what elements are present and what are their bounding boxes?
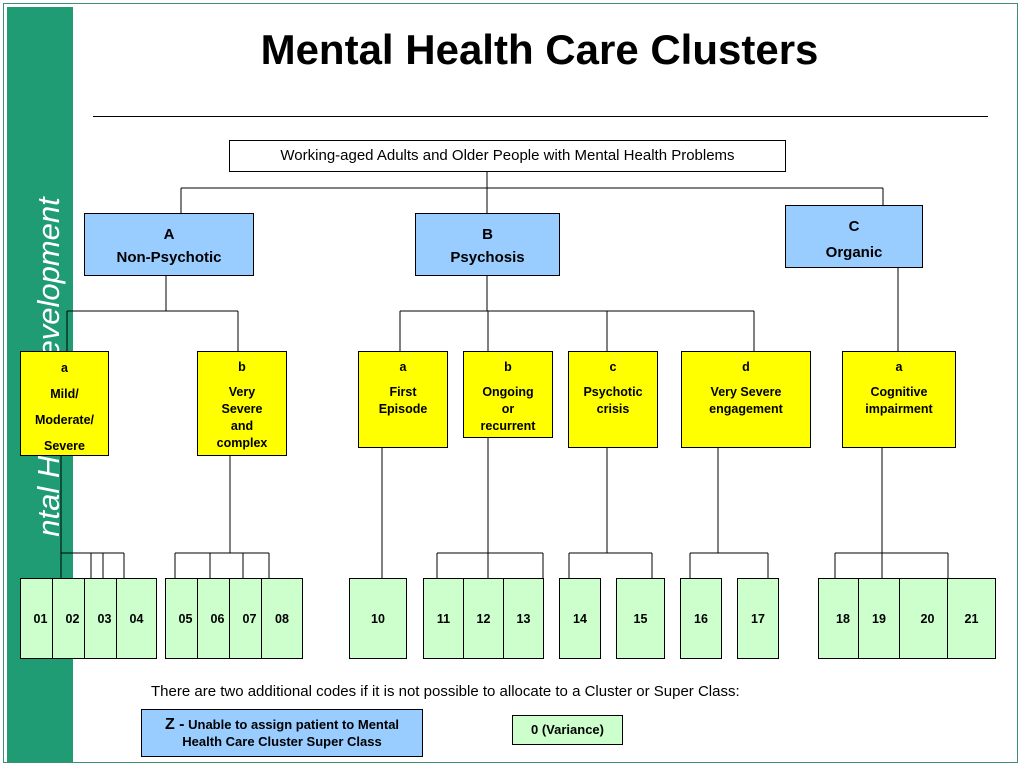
cluster-box: 13: [503, 578, 544, 659]
variance-box: 0 (Variance): [512, 715, 623, 745]
cluster-box: 10: [349, 578, 407, 659]
cluster-label: 18: [836, 612, 850, 626]
connector: [60, 456, 125, 578]
sub-class-b-ongoing: b Ongoing or recurrent: [463, 351, 553, 438]
page-title: Mental Health Care Clusters: [260, 26, 819, 73]
cluster-box: 14: [559, 578, 601, 659]
sub-class-b-severe: b Very Severe and complex: [197, 351, 287, 456]
super-class-a: A Non-Psychotic: [84, 213, 254, 276]
cluster-label: 01: [33, 612, 48, 626]
sub-class-letter: b: [504, 360, 512, 374]
sub-class-letter: a: [895, 360, 903, 374]
slide-frame: [3, 3, 1018, 763]
super-class-letter: A: [163, 226, 175, 243]
cluster-label: 04: [129, 612, 144, 626]
sub-class-line: Episode: [378, 402, 428, 416]
footnote-text: There are two additional codes if it is …: [151, 683, 740, 700]
sub-class-line: or: [501, 402, 515, 416]
cluster-box: 17: [737, 578, 779, 659]
sub-class-line: Very: [228, 385, 256, 399]
cluster-label: 13: [516, 612, 531, 626]
cluster-label: 03: [97, 612, 112, 626]
sub-class-line: complex: [216, 436, 268, 450]
cluster-label: 15: [633, 612, 648, 626]
cluster-label: 12: [476, 612, 491, 626]
sub-class-line: engagement: [709, 402, 783, 416]
sub-class-letter: a: [399, 360, 407, 374]
sub-class-line: and: [230, 419, 254, 433]
sub-class-line: Severe: [43, 439, 85, 453]
cluster-label: 14: [573, 612, 587, 626]
cluster-label: 16: [694, 612, 708, 626]
root-box: Working-aged Adults and Older People wit…: [229, 140, 786, 172]
super-class-c: C Organic: [785, 205, 923, 268]
z-code-line1: Unable to assign patient to Mental: [188, 717, 400, 732]
cluster-box: 12: [463, 578, 504, 659]
super-class-name: Organic: [825, 244, 883, 261]
sub-class-line: Severe: [221, 402, 263, 416]
super-class-letter: C: [848, 218, 860, 235]
super-class-letter: B: [482, 226, 493, 243]
cluster-label: 11: [436, 612, 451, 626]
sub-class-line: Moderate/: [34, 413, 95, 427]
cluster-box: 21: [947, 578, 996, 659]
cluster-label: 17: [751, 612, 765, 626]
connector: [399, 276, 755, 352]
sub-class-line: Mild/: [50, 387, 79, 401]
cluster-label: 05: [178, 612, 193, 626]
cluster-box: 15: [616, 578, 665, 659]
sub-class-letter: d: [742, 360, 750, 374]
cluster-label: 07: [242, 612, 257, 626]
sub-class-line: Ongoing: [482, 385, 534, 399]
z-code-box: Z - Unable to assign patient to Mental H…: [141, 709, 423, 757]
sub-class-line: Psychotic: [583, 385, 643, 399]
title-divider: [93, 116, 988, 117]
cluster-box: 11: [423, 578, 464, 659]
cluster-box: 20: [899, 578, 956, 659]
sub-class-line: Very Severe: [710, 385, 782, 399]
super-class-name: Psychosis: [450, 249, 525, 266]
cluster-label: 19: [872, 612, 886, 626]
sub-class-line: crisis: [596, 402, 630, 416]
sub-class-line: Cognitive: [870, 385, 928, 399]
connector: [436, 438, 544, 578]
connector: [568, 448, 653, 578]
sub-class-a-first-episode: a First Episode: [358, 351, 448, 448]
super-class-b: B Psychosis: [415, 213, 560, 276]
sub-class-line: impairment: [865, 402, 933, 416]
connector: [834, 448, 949, 578]
cluster-label: 02: [65, 612, 80, 626]
cluster-box: 19: [858, 578, 900, 659]
sub-class-line: First: [389, 385, 417, 399]
sub-class-d-engagement: d Very Severe engagement: [681, 351, 811, 448]
cluster-box: 16: [680, 578, 722, 659]
cluster-box: 04: [116, 578, 157, 659]
sub-class-letter: b: [238, 360, 246, 374]
super-class-name: Non-Psychotic: [116, 249, 222, 266]
cluster-label: 21: [964, 612, 979, 626]
cluster-label: 10: [371, 612, 385, 626]
sub-class-c-crisis: c Psychotic crisis: [568, 351, 658, 448]
z-code-prefix: Z -: [164, 716, 185, 733]
connector: [174, 456, 270, 578]
connector: [689, 448, 769, 578]
cluster-label: 08: [275, 612, 289, 626]
connector: [66, 276, 239, 352]
cluster-label: 06: [210, 612, 225, 626]
z-code-line2: Health Care Cluster Super Class: [182, 734, 382, 749]
sub-class-a-mild: a Mild/ Moderate/ Severe: [20, 351, 109, 456]
sub-class-line: recurrent: [480, 419, 536, 433]
sub-class-letter: c: [609, 360, 617, 374]
cluster-box: 08: [261, 578, 303, 659]
connector: [180, 172, 884, 214]
cluster-label: 20: [920, 612, 935, 626]
sub-class-a-cognitive: a Cognitive impairment: [842, 351, 956, 448]
sub-class-letter: a: [61, 361, 68, 375]
